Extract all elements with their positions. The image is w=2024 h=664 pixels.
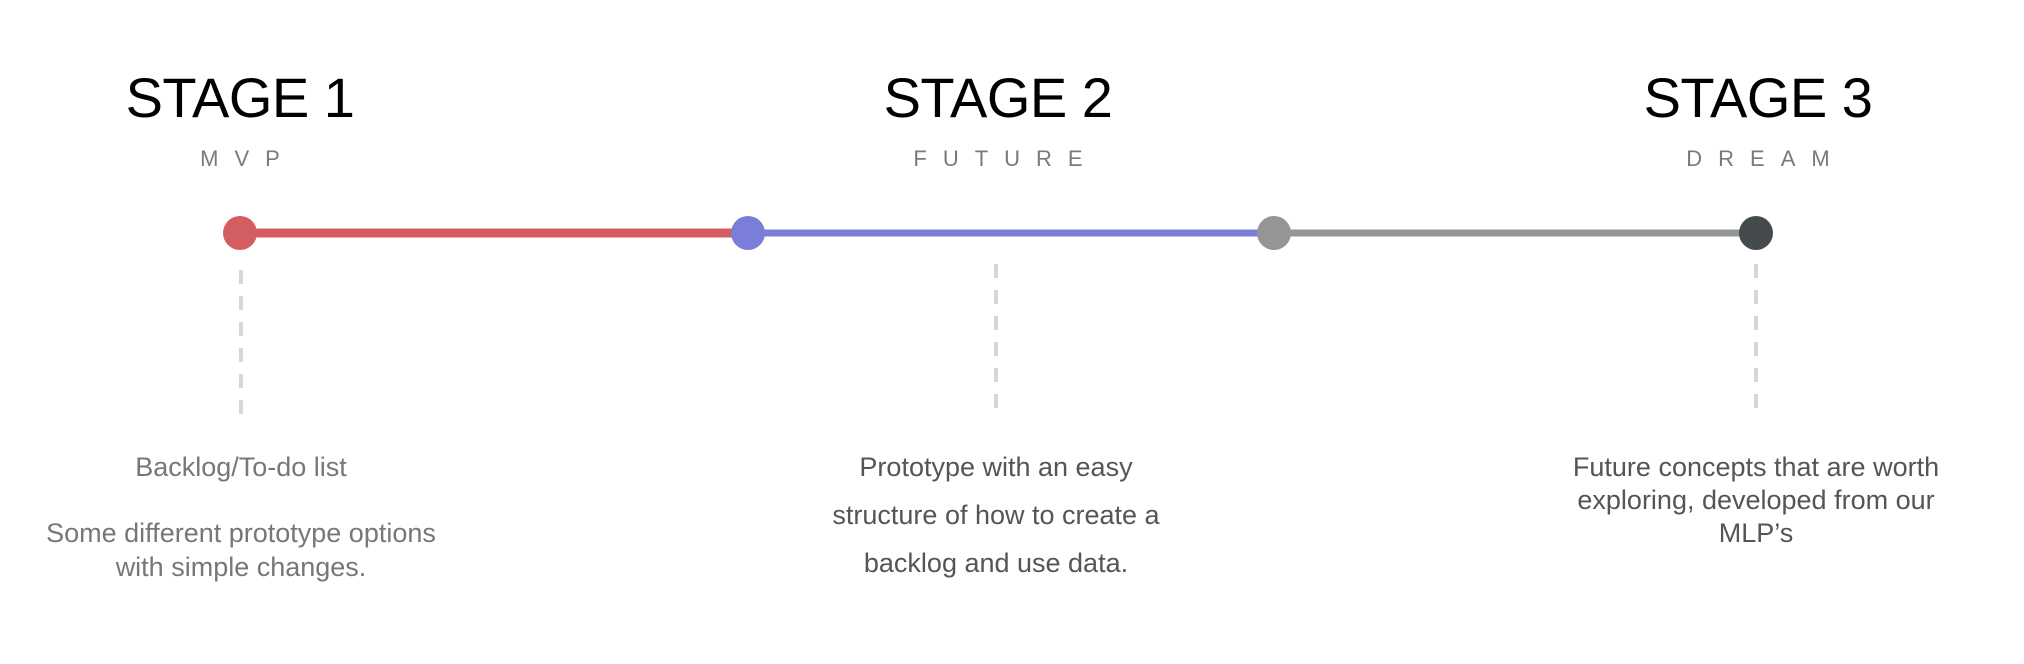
stage-3-description-text: Future concepts that are worth exploring…	[1572, 452, 1940, 548]
stage-2-description-line-2: structure of how to create a	[832, 500, 1160, 530]
timeline-node-stage-1	[223, 216, 257, 250]
stage-2-subtitle: FUTURE	[913, 146, 1099, 171]
stage-1-subtitle: MVP	[200, 146, 296, 171]
stage-2-description: Prototype with an easy structure of how …	[776, 443, 1216, 587]
stage-2-description-line-1: Prototype with an easy	[859, 452, 1133, 482]
stage-1-description-line-1: Backlog/To-do list	[135, 452, 347, 482]
stage-1-description-line-2: Some different prototype options with si…	[46, 518, 436, 582]
stage-2-title: STAGE 2	[883, 66, 1113, 129]
stage-2-description-line-3: backlog and use data.	[863, 548, 1129, 578]
timeline-node-3	[1257, 216, 1291, 250]
stage-3-title: STAGE 3	[1643, 66, 1873, 129]
timeline-node-end	[1739, 216, 1773, 250]
stage-1-title: STAGE 1	[125, 66, 355, 129]
stage-1-description: Backlog/To-do list Some different protot…	[41, 450, 441, 584]
stage-3-description: Future concepts that are worth exploring…	[1566, 451, 1946, 550]
timeline-node-2	[731, 216, 765, 250]
stage-3-subtitle: DREAM	[1686, 146, 1846, 171]
